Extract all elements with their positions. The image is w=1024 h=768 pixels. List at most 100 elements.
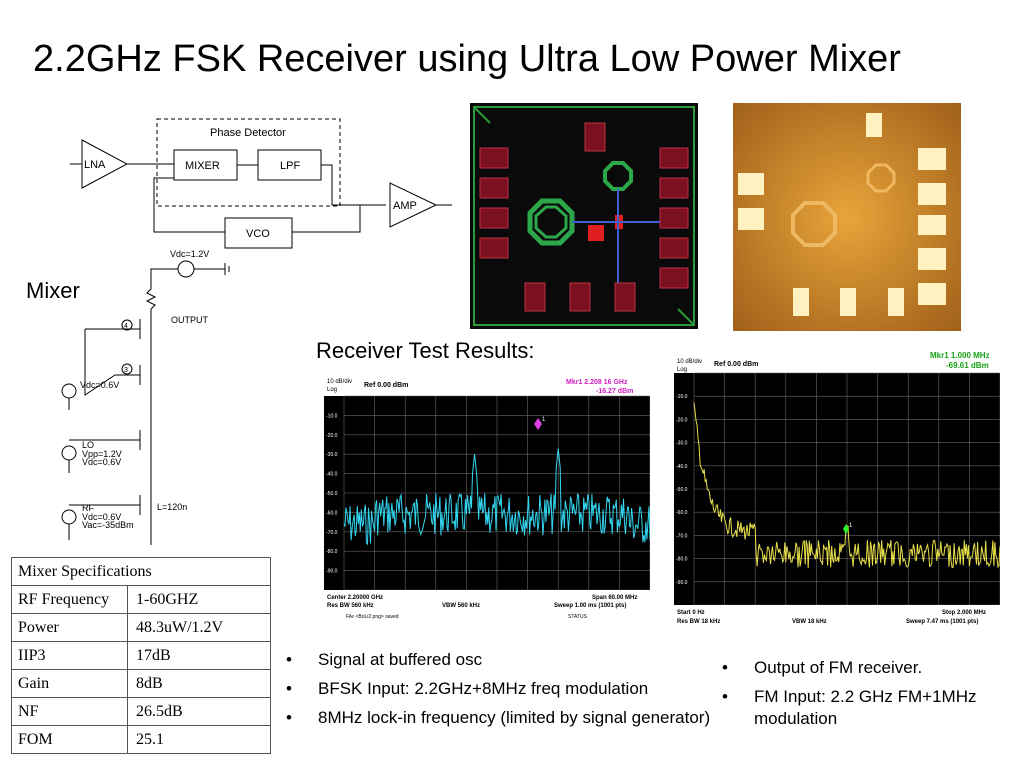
- svg-text:Vpp=1.2V: Vpp=1.2V: [82, 449, 122, 459]
- lna-label: LNA: [84, 159, 106, 171]
- die-photo-image: [733, 103, 961, 331]
- y-tick-label: -90.0: [676, 580, 688, 586]
- svg-text:RF: RF: [82, 503, 94, 513]
- spec-param: Gain: [11, 669, 128, 698]
- y-tick-label: -80.0: [676, 557, 688, 563]
- spec1-span: Span 60.00 MHz: [592, 595, 637, 601]
- svg-text:1: 1: [542, 417, 546, 423]
- y-tick-label: -60.0: [326, 510, 338, 516]
- spec-param: FOM: [11, 725, 128, 754]
- svg-text:LO: LO: [82, 440, 94, 450]
- vco-block-label: VCO: [246, 228, 270, 240]
- spec1-scale: 10 dB/div: [327, 379, 352, 385]
- spec-param: RF Frequency: [11, 585, 128, 614]
- spec1-vbw: VBW 560 kHz: [442, 603, 480, 609]
- mixer-block: [173, 149, 238, 181]
- bullet-list-right: Output of FM receiver. FM Input: 2.2 GHz…: [718, 657, 1023, 737]
- spec1-ref: Ref 0.00 dBm: [364, 382, 408, 389]
- spec1-center: Center 2.20000 GHz: [327, 595, 383, 601]
- spec2-res-bw: Res BW 18 kHz: [677, 619, 720, 625]
- svg-text:Vdc=0.6V: Vdc=0.6V: [80, 380, 119, 390]
- spec2-scale: 10 dB/div: [677, 359, 702, 365]
- chip-layout-image: [470, 103, 698, 329]
- list-item: 8MHz lock-in frequency (limited by signa…: [282, 707, 712, 729]
- amp-triangle: [389, 182, 438, 228]
- spec2-ref: Ref 0.00 dBm: [714, 361, 758, 368]
- spec-value: 26.5dB: [127, 697, 271, 726]
- phase-detector-label: Phase Detector: [210, 127, 286, 139]
- spectrum-analyzer-1: 10 dB/div Log Ref 0.00 dBm Mkr1 2.208 16…: [324, 374, 650, 624]
- list-item: Signal at buffered osc: [282, 649, 712, 671]
- spec1-sweep: Sweep 1.00 ms (1001 pts): [554, 603, 626, 609]
- spec2-vbw: VBW 18 kHz: [792, 619, 827, 625]
- svg-text:Vdc=0.6V: Vdc=0.6V: [82, 512, 121, 522]
- spec-param: Power: [11, 613, 128, 642]
- svg-text:4: 4: [124, 323, 128, 330]
- y-tick-label: -20.0: [676, 417, 688, 423]
- svg-text:OUTPUT: OUTPUT: [171, 315, 209, 325]
- spec-param: IIP3: [11, 641, 128, 670]
- spec2-marker-level: -69.61 dBm: [946, 361, 989, 370]
- y-tick-label: -40.0: [326, 472, 338, 478]
- spec-value: 48.3uW/1.2V: [127, 613, 271, 642]
- spec-value: 25.1: [127, 725, 271, 754]
- y-tick-label: -10.0: [676, 394, 688, 400]
- vco-block: [224, 217, 293, 249]
- spec2-marker-diamond: [843, 524, 849, 534]
- mixer-block-label: MIXER: [185, 160, 220, 172]
- y-tick-label: -50.0: [326, 491, 338, 497]
- list-item: BFSK Input: 2.2GHz+8MHz freq modulation: [282, 678, 712, 700]
- y-tick-label: -30.0: [326, 452, 338, 458]
- amp-label: AMP: [393, 200, 417, 212]
- block-diagram: Phase Detector LNA MIXER LPF AMP VCO: [70, 118, 452, 249]
- spec-param: NF: [11, 697, 128, 726]
- spec-value: 17dB: [127, 641, 271, 670]
- spec1-file-msg: File <BoLi2.png> saved: [346, 614, 399, 620]
- svg-text:Vdc=1.2V: Vdc=1.2V: [170, 249, 209, 259]
- spec2-start: Start 0 Hz: [677, 610, 705, 616]
- page-title: 2.2GHz FSK Receiver using Ultra Low Powe…: [33, 38, 901, 80]
- spec2-log: Log: [677, 367, 687, 373]
- spec-value: 8dB: [127, 669, 271, 698]
- spec1-trace: [343, 448, 650, 546]
- spec-value: 1-60GHZ: [127, 585, 271, 614]
- spec1-res-bw: Res BW 560 kHz: [327, 603, 374, 609]
- y-tick-label: -20.0: [326, 433, 338, 439]
- y-tick-label: -70.0: [326, 530, 338, 536]
- svg-text:1: 1: [849, 523, 853, 529]
- spectrum-analyzer-2: 10 dB/div Log Ref 0.00 dBm Mkr1 1.000 MH…: [674, 349, 1000, 630]
- y-tick-label: -30.0: [676, 441, 688, 447]
- y-tick-label: -40.0: [676, 464, 688, 470]
- y-tick-label: -70.0: [676, 533, 688, 539]
- spec1-marker-diamond: [534, 418, 542, 430]
- y-tick-label: -60.0: [676, 510, 688, 516]
- y-tick-label: -90.0: [326, 569, 338, 575]
- lpf-block-label: LPF: [280, 160, 300, 172]
- svg-text:Vdc=0.6V: Vdc=0.6V: [82, 457, 121, 467]
- spec-table-header: Mixer Specifications: [11, 557, 271, 586]
- y-tick-label: -50.0: [676, 487, 688, 493]
- spec1-status: STATUS: [568, 614, 588, 620]
- spec2-sweep: Sweep 7.47 ms (1001 pts): [906, 619, 978, 625]
- spec1-log: Log: [327, 387, 337, 393]
- svg-text:Vac=-35dBm: Vac=-35dBm: [82, 520, 134, 530]
- y-tick-label: -10.0: [326, 413, 338, 419]
- bullet-list-left: Signal at buffered osc BFSK Input: 2.2GH…: [282, 649, 712, 736]
- mixer-label: Mixer: [26, 278, 80, 303]
- y-tick-label: -80.0: [326, 549, 338, 555]
- spec1-marker: Mkr1 2.208 16 GHz: [566, 379, 628, 386]
- receiver-test-results-label: Receiver Test Results:: [316, 338, 535, 363]
- spec2-marker: Mkr1 1.000 MHz: [930, 351, 990, 360]
- mixer-schematic: Vdc=1.2V OUTPUT 4 3 Vdc=0.6V LO Vpp=1.2V…: [61, 249, 230, 545]
- svg-text:3: 3: [124, 367, 128, 374]
- phase-detector-box: [156, 118, 341, 207]
- list-item: FM Input: 2.2 GHz FM+1MHz modulation: [718, 686, 1023, 730]
- spec2-stop: Stop 2.000 MHz: [942, 610, 986, 616]
